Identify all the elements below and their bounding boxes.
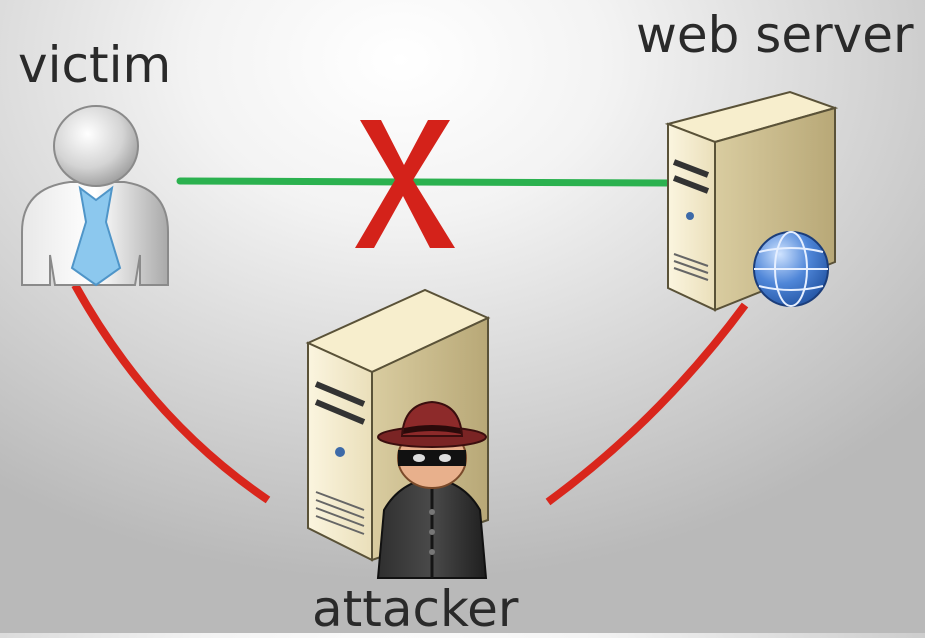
server-globe-icon <box>664 90 839 312</box>
blocked-x-icon <box>355 120 455 248</box>
attacker-label: attacker <box>312 580 519 638</box>
user-icon <box>21 105 169 287</box>
web-server-label: web server <box>636 6 914 64</box>
victim-server-link <box>176 177 674 187</box>
victim-attacker-link <box>71 283 271 504</box>
victim-label: victim <box>18 36 172 94</box>
server-spy-icon <box>305 288 491 579</box>
attacker-server-link <box>545 302 749 506</box>
